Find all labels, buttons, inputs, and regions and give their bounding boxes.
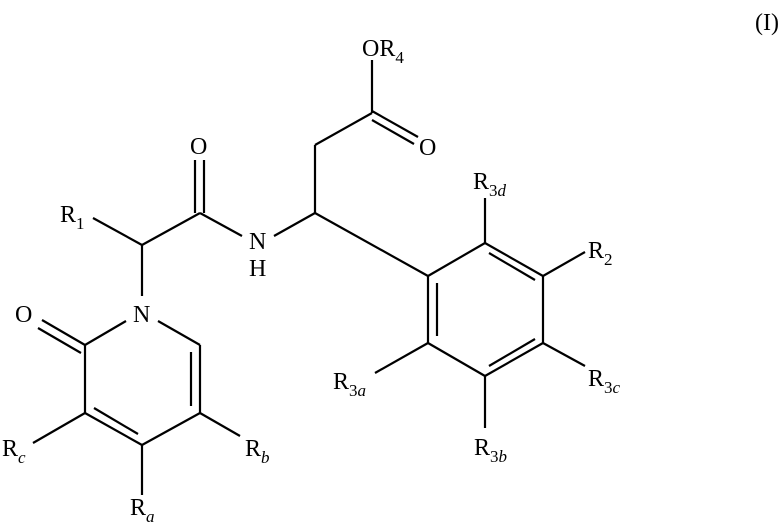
ester-or4-label: OR4 [362,36,404,67]
bonds [32,60,586,495]
formula-label: (I) [755,10,779,36]
amide-carbonyl-oxygen: O [190,134,207,160]
atom-labels: (I) OR4 O O N H R1 N O Rc Ra Rb R3d R2 R… [2,10,779,526]
rb-label: Rb [245,436,270,467]
r3d-label: R3d [473,169,507,200]
r3a-label: R3a [333,369,366,400]
amide-nitrogen: N [249,229,266,255]
r3c-label: R3c [588,366,621,397]
pyridone-nitrogen: N [133,302,150,328]
amide-hydrogen: H [249,256,266,282]
pyridone-oxygen: O [15,302,32,328]
r3b-label: R3b [474,435,507,466]
ra-label: Ra [130,495,155,526]
ester-carbonyl-oxygen: O [419,135,436,161]
r1-label: R1 [60,202,85,233]
r2-label: R2 [588,238,613,269]
rc-label: Rc [2,436,26,467]
